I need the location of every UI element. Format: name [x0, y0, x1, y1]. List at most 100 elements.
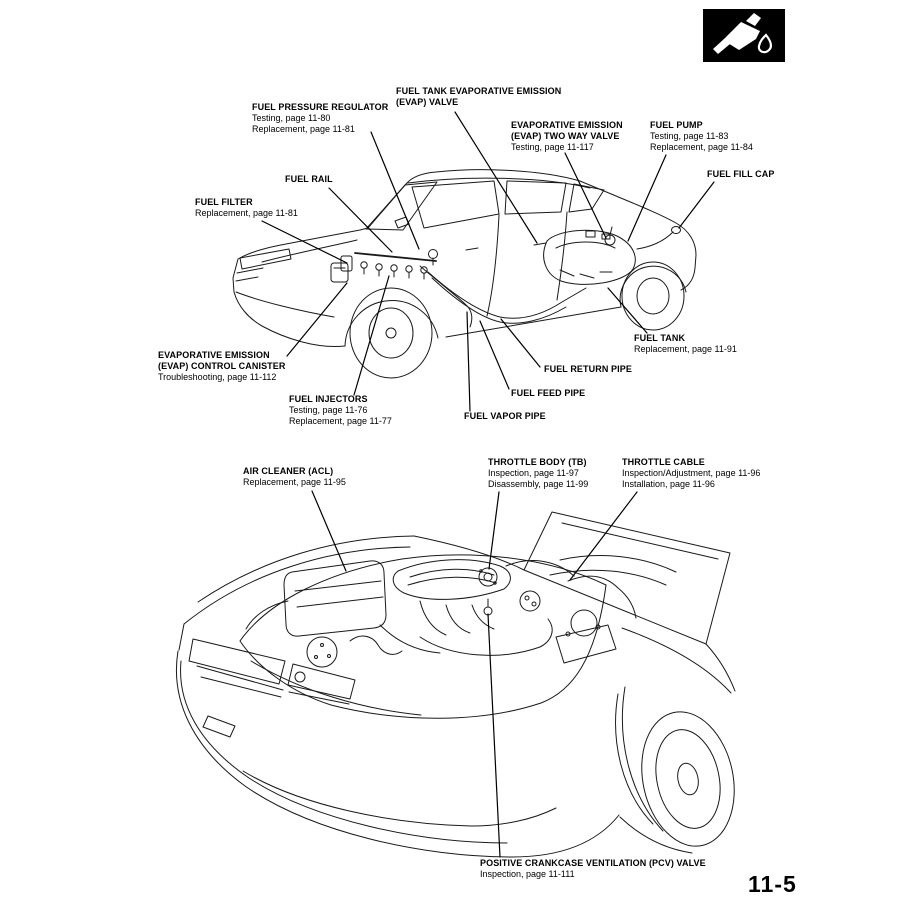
intake-runners — [419, 600, 495, 636]
leader-throttle-cable — [569, 491, 638, 581]
cowl-line — [413, 535, 525, 571]
callout-title: (EVAP) CONTROL CANISTER — [158, 361, 286, 371]
callout-evap-two-way-valve: EVAPORATIVE EMISSION (EVAP) TWO WAY VALV… — [511, 120, 623, 153]
callout-subline: Replacement, page 11-95 — [243, 477, 346, 487]
windshield-inner-line — [561, 522, 719, 560]
leader-fuel-feed-pipe — [479, 320, 510, 390]
leader-fuel-pressure-regulator — [370, 131, 420, 250]
distributor-drawing — [519, 590, 541, 612]
fuel-feed-pipe-drawing — [431, 277, 567, 324]
filler-neck-drawing — [636, 231, 674, 250]
callout-title: FUEL FEED PIPE — [511, 388, 586, 398]
grille-slats — [196, 665, 350, 705]
fuel-rail-drawing — [354, 252, 437, 262]
sedan-door-lines — [486, 211, 568, 317]
radiator-cap — [294, 671, 306, 683]
callout-fuel-pump: FUEL PUMP Testing, page 11-83 Replacemen… — [650, 120, 753, 153]
battery-drawing — [555, 624, 617, 664]
evap-valve-drawing — [585, 230, 596, 238]
callout-subline: Testing, page 11-80 — [252, 113, 331, 123]
two-way-valve-drawing — [601, 233, 611, 240]
sedan-hood-crease — [261, 239, 358, 263]
callout-subline: Troubleshooting, page 11-112 — [158, 372, 277, 382]
callout-title: THROTTLE CABLE — [622, 457, 705, 467]
page-number: 11-5 — [748, 871, 797, 897]
engine-bay-rim-top — [239, 554, 607, 642]
sedan-grille — [235, 267, 264, 282]
headlight-right — [287, 663, 356, 700]
a-pillar-base — [705, 643, 736, 692]
sedan-headlight — [239, 248, 292, 270]
fuel-pump-nozzle-icon — [713, 13, 772, 54]
sedan-roof-line — [407, 177, 591, 189]
callout-title: FUEL TANK — [634, 333, 686, 343]
fuel-vapor-pipe-drawing — [419, 265, 473, 328]
lower-intake — [242, 770, 557, 827]
callout-subline: Replacement, page 11-81 — [252, 124, 355, 134]
callout-title: FUEL VAPOR PIPE — [464, 411, 546, 421]
callout-fuel-fill-cap: FUEL FILL CAP — [707, 169, 774, 180]
bottom-diagram-engine-bay — [176, 511, 736, 858]
leader-fuel-tank-evap-valve — [454, 111, 538, 244]
callout-title: FUEL RETURN PIPE — [544, 364, 632, 374]
callout-pcv-valve: POSITIVE CRANKCASE VENTILATION (PCV) VAL… — [480, 858, 706, 880]
leader-fuel-vapor-pipe — [466, 311, 471, 412]
callout-title: EVAPORATIVE EMISSION — [511, 120, 623, 130]
right-fender — [621, 627, 732, 694]
leader-fuel-return-pipe — [500, 318, 541, 368]
callout-title: FUEL FILL CAP — [707, 169, 775, 179]
leader-fuel-tank — [607, 287, 648, 334]
leader-fuel-rail — [328, 187, 393, 253]
callout-title: THROTTLE BODY (TB) — [488, 457, 587, 467]
engine-bay-rim-bottom — [239, 584, 607, 719]
leader-fuel-filter — [261, 220, 348, 264]
sedan-front-window — [411, 180, 500, 229]
callout-fuel-filter: FUEL FILTER Replacement, page 11-81 — [195, 197, 298, 219]
callout-title: FUEL RAIL — [285, 174, 333, 184]
left-fender-top — [197, 535, 415, 603]
headlight-left — [188, 638, 286, 685]
callout-fuel-return-pipe: FUEL RETURN PIPE — [544, 364, 632, 375]
callout-fuel-vapor-pipe: FUEL VAPOR PIPE — [464, 411, 546, 422]
throttle-body-drawing — [478, 567, 498, 587]
callout-title: FUEL INJECTORS — [289, 394, 368, 404]
wiring — [349, 635, 403, 655]
callout-title: (EVAP) VALVE — [396, 97, 459, 107]
fuel-return-pipe-drawing — [427, 271, 587, 319]
callout-title: FUEL PUMP — [650, 120, 703, 130]
fuel-tank-drawing — [543, 229, 636, 285]
hoses — [379, 560, 575, 654]
rocker-line — [619, 816, 693, 854]
fuel-system-cutaway — [330, 226, 681, 328]
fuel-section-icon-box — [703, 9, 785, 62]
callout-subline: Inspection/Adjustment, page 11-96 — [622, 468, 761, 478]
leader-fuel-fill-cap — [678, 181, 715, 229]
sedan-rear-window — [504, 180, 567, 215]
sedan-rear-wheel — [621, 261, 685, 331]
leader-evap-control-canister — [286, 282, 348, 357]
sedan-door-handles — [465, 242, 547, 251]
evap-canister-drawing — [330, 262, 349, 283]
callout-fuel-tank-evap-valve: FUEL TANK EVAPORATIVE EMISSION (EVAP) VA… — [396, 86, 561, 108]
callout-subline: Replacement, page 11-84 — [650, 142, 753, 152]
callout-subline: Inspection, page 11-97 — [488, 468, 579, 478]
callout-subline: Testing, page 11-117 — [511, 142, 594, 152]
leader-air-cleaner — [311, 490, 347, 572]
sedan-windshield — [365, 181, 438, 231]
callout-subline: Inspection, page 11-111 — [480, 869, 575, 879]
callout-title: FUEL TANK EVAPORATIVE EMISSION — [396, 86, 562, 96]
sedan-sill — [445, 306, 622, 338]
callout-subline: Testing, page 11-83 — [650, 131, 729, 141]
sedan-front-wheel — [349, 287, 433, 379]
wheel-arch-lines — [615, 686, 664, 832]
sedan-front-wheel-arch — [344, 300, 439, 347]
strut-towers — [306, 609, 598, 668]
wiper-arcs — [549, 555, 677, 586]
callout-throttle-body: THROTTLE BODY (TB) Inspection, page 11-9… — [488, 457, 588, 490]
callout-title: POSITIVE CRANKCASE VENTILATION (PCV) VAL… — [480, 858, 706, 868]
air-cleaner-drawing — [245, 560, 387, 637]
callout-evap-control-canister: EVAPORATIVE EMISSION (EVAP) CONTROL CANI… — [158, 350, 285, 383]
throttle-cable-drawing — [567, 575, 637, 619]
callout-subline: Replacement, page 11-81 — [195, 208, 298, 218]
windshield-drawing — [523, 511, 731, 645]
